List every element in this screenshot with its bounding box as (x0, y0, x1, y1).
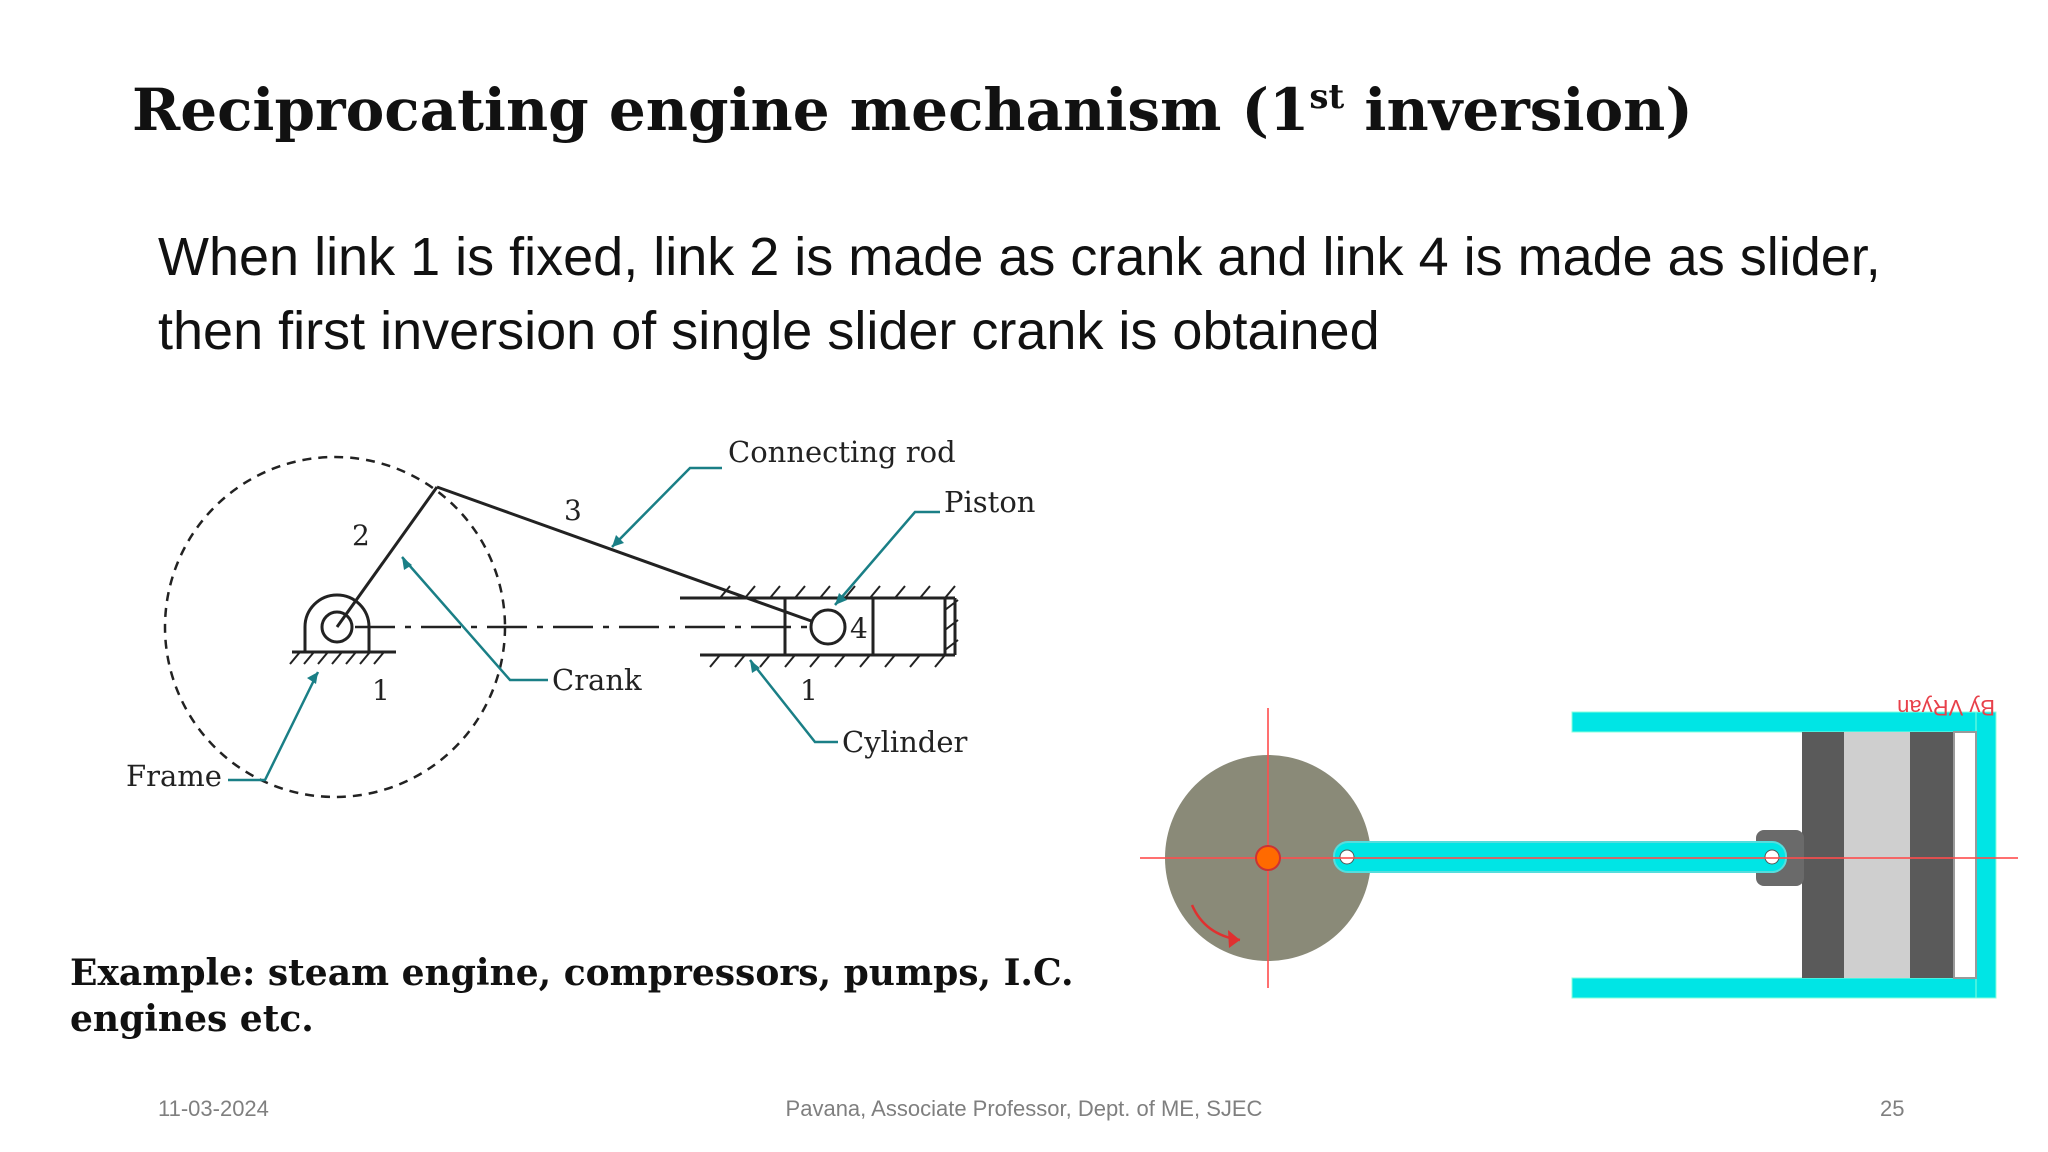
link-number-1-cylinder: 1 (800, 674, 818, 707)
watermark: By VRyan (1897, 695, 1995, 720)
body-paragraph: When link 1 is fixed, link 2 is made as … (158, 227, 1881, 361)
connecting-rod-link (436, 485, 829, 629)
slider-crank-schematic: Connecting rod Piston Crank Cylinder Fra… (126, 435, 1035, 799)
example-text: Example: steam engine, compressors, pump… (70, 952, 1074, 1040)
label-piston: Piston (944, 485, 1035, 519)
slide-title: Reciprocating engine mechanism (1st inve… (132, 76, 1693, 144)
leader-lines (228, 466, 940, 782)
link-number-2: 2 (352, 519, 370, 552)
footer-date: 11-03-2024 (158, 1096, 269, 1121)
cylinder-bottom (1571, 977, 1997, 999)
link-number-1-frame: 1 (372, 674, 390, 707)
piston-light (1844, 732, 1910, 978)
title-text: Reciprocating engine mechanism (1 (132, 76, 1310, 144)
label-connecting-rod: Connecting rod (728, 435, 956, 469)
crank-link (335, 486, 439, 628)
gudgeon-pin (809, 608, 847, 646)
footer-author: Pavana, Associate Professor, Dept. of ME… (785, 1096, 1263, 1121)
crank-center-pivot (1255, 845, 1281, 871)
label-cylinder: Cylinder (842, 725, 968, 759)
title-text-end: inversion) (1344, 76, 1693, 144)
title-superscript: st (1309, 77, 1345, 117)
cylinder-head (1975, 711, 1997, 999)
link-number-4: 4 (850, 612, 868, 645)
piston-block (783, 596, 947, 657)
footer-page-number: 25 (1880, 1096, 1905, 1121)
piston-dark-left (1802, 732, 1844, 978)
frame-bearing (303, 593, 371, 652)
engine-illustration: By VRyan (1118, 690, 2026, 1050)
cylinder-hatching (709, 585, 959, 668)
piston-dark-right (1910, 732, 1954, 978)
label-frame: Frame (126, 759, 222, 793)
link-number-3: 3 (564, 494, 582, 527)
label-crank: Crank (552, 663, 642, 697)
